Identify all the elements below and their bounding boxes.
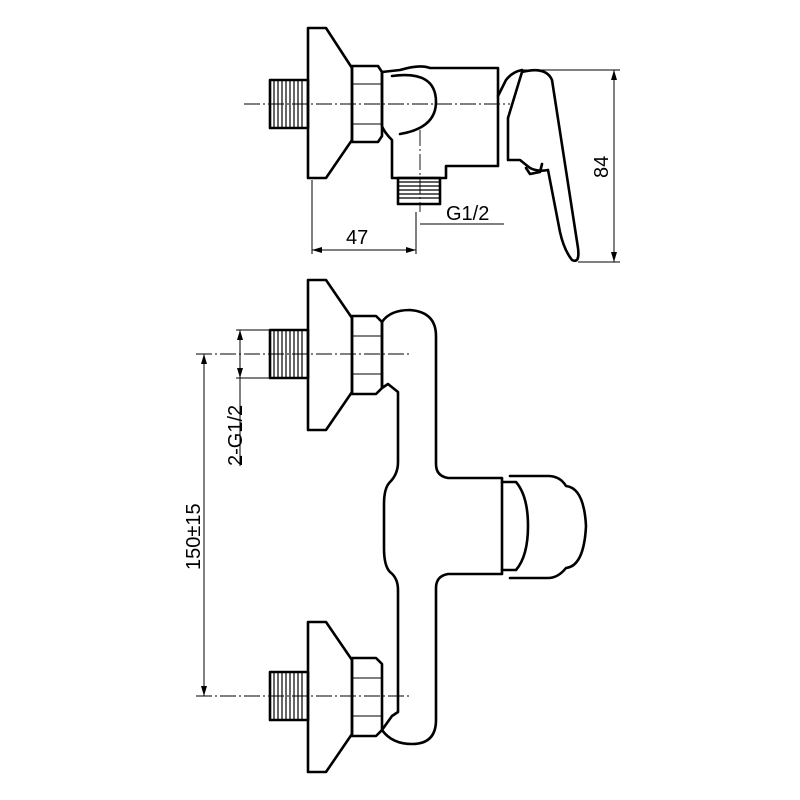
side-lever-handle xyxy=(506,68,580,263)
side-view: 47 G1/2 84 xyxy=(244,26,620,263)
dimension-height: 84 xyxy=(522,69,620,263)
outlet-thread-label: G1/2 xyxy=(446,203,489,225)
inlet-thread-label: 2-G1/2 xyxy=(225,405,247,466)
inlet-thread-callout: 2-G1/2 xyxy=(225,329,270,466)
side-lever-pin xyxy=(524,162,544,176)
width-label: 47 xyxy=(346,227,368,249)
lower-hex-nut xyxy=(350,656,384,738)
upper-hex-nut xyxy=(350,314,384,396)
dimension-center-distance: 150±15 xyxy=(183,354,207,696)
front-cartridge-collar xyxy=(500,480,530,572)
front-lever-knob xyxy=(508,474,588,580)
side-wall-flange xyxy=(306,26,354,180)
side-cartridge-collar xyxy=(496,68,524,98)
front-view: 150±15 2-G1/2 xyxy=(183,278,588,774)
front-valve-body xyxy=(380,308,504,746)
outlet-thread-callout: G1/2 xyxy=(420,203,504,225)
center-distance-label: 150±15 xyxy=(183,503,205,570)
lower-wall-flange xyxy=(306,620,354,774)
upper-wall-flange xyxy=(306,278,354,432)
dimension-width: 47 xyxy=(311,180,417,254)
side-outlet-thread xyxy=(396,176,442,206)
side-hex-nut xyxy=(350,64,384,144)
side-valve-body xyxy=(380,65,500,180)
height-label: 84 xyxy=(591,156,613,178)
side-body-bulge xyxy=(390,73,438,136)
